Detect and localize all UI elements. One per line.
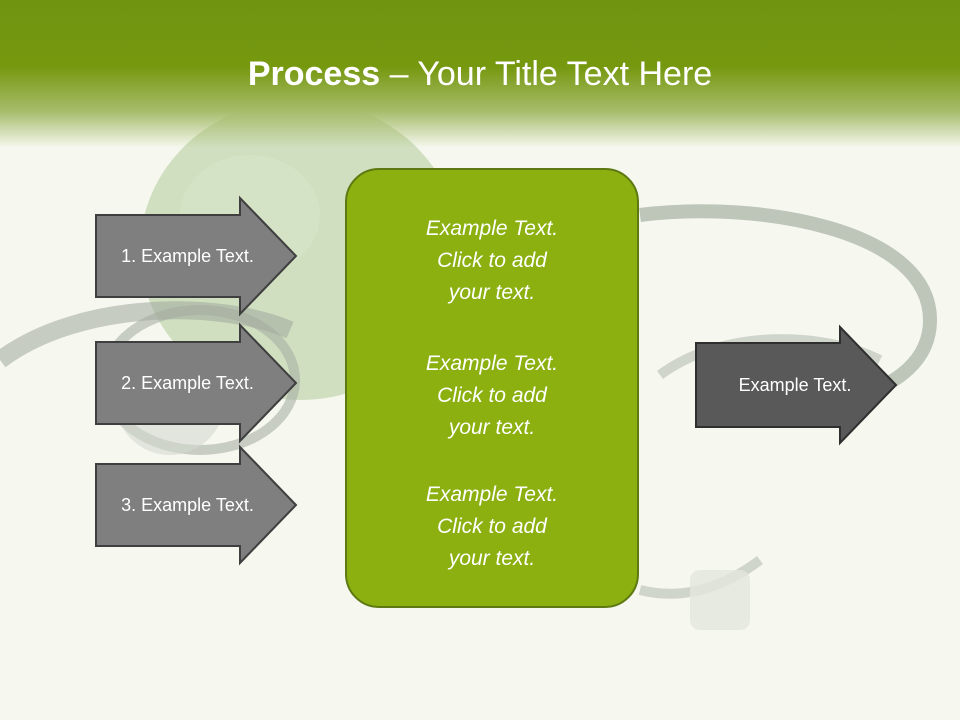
- arrow-2: [95, 322, 298, 444]
- center-text-2: Example Text. Click to add your text.: [425, 352, 559, 439]
- center-text-3: Example Text. Click to add your text.: [425, 483, 559, 570]
- arrow-2-label: 2. Example Text.: [121, 373, 254, 393]
- header-band: [0, 0, 960, 148]
- center-content-box: Example Text. Click to add your text. Ex…: [345, 168, 639, 608]
- arrow-3-label: 3. Example Text.: [121, 495, 254, 515]
- arrow-right-label: Example Text.: [738, 375, 852, 395]
- title-bold: Process: [247, 55, 381, 93]
- slide-title: Process – Your Title Text Here: [0, 52, 960, 96]
- arrow-right: [695, 324, 898, 446]
- arrow-1: [95, 195, 298, 317]
- arrow-1-label: 1. Example Text.: [121, 246, 254, 266]
- title-rest: – Your Title Text Here: [380, 55, 713, 93]
- arrow-3: [95, 444, 298, 566]
- center-text-1: Example Text. Click to add your text.: [425, 217, 559, 304]
